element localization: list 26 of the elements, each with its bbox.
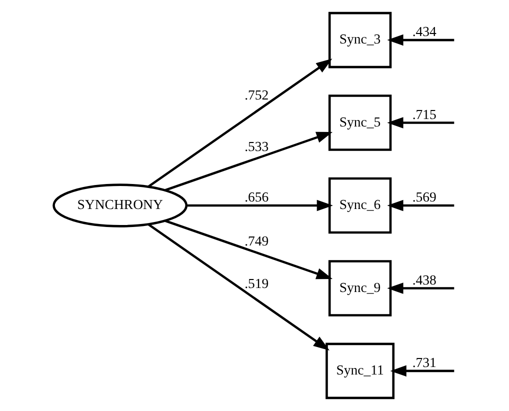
edge-label: .438 (412, 272, 436, 288)
node-box: Sync_3 (328, 12, 392, 68)
edge-label: .715 (412, 106, 436, 122)
edge-label: .434 (412, 24, 436, 40)
node-box: Sync_5 (328, 94, 392, 151)
node-box: Sync_6 (328, 177, 392, 234)
arrow (387, 282, 454, 294)
arrow (165, 220, 333, 280)
node-box: Sync_9 (328, 260, 392, 316)
edge-label: .752 (244, 87, 269, 102)
edge-label: .749 (244, 233, 269, 248)
arrow (387, 34, 454, 46)
arrow (165, 132, 333, 192)
arrow (148, 224, 330, 350)
edge-label: .519 (244, 276, 269, 291)
arrow (387, 117, 454, 128)
arrow (387, 200, 454, 212)
edge-label: .533 (244, 139, 269, 154)
arrow (390, 365, 454, 377)
edge-label: .731 (412, 355, 436, 370)
arrow (186, 200, 333, 212)
arrow (148, 58, 332, 188)
node-box: Sync_11 (326, 342, 395, 400)
edge-label: .569 (412, 190, 436, 205)
node-ellipse: SYNCHRONY (52, 184, 188, 228)
edge-label: .656 (244, 190, 269, 205)
